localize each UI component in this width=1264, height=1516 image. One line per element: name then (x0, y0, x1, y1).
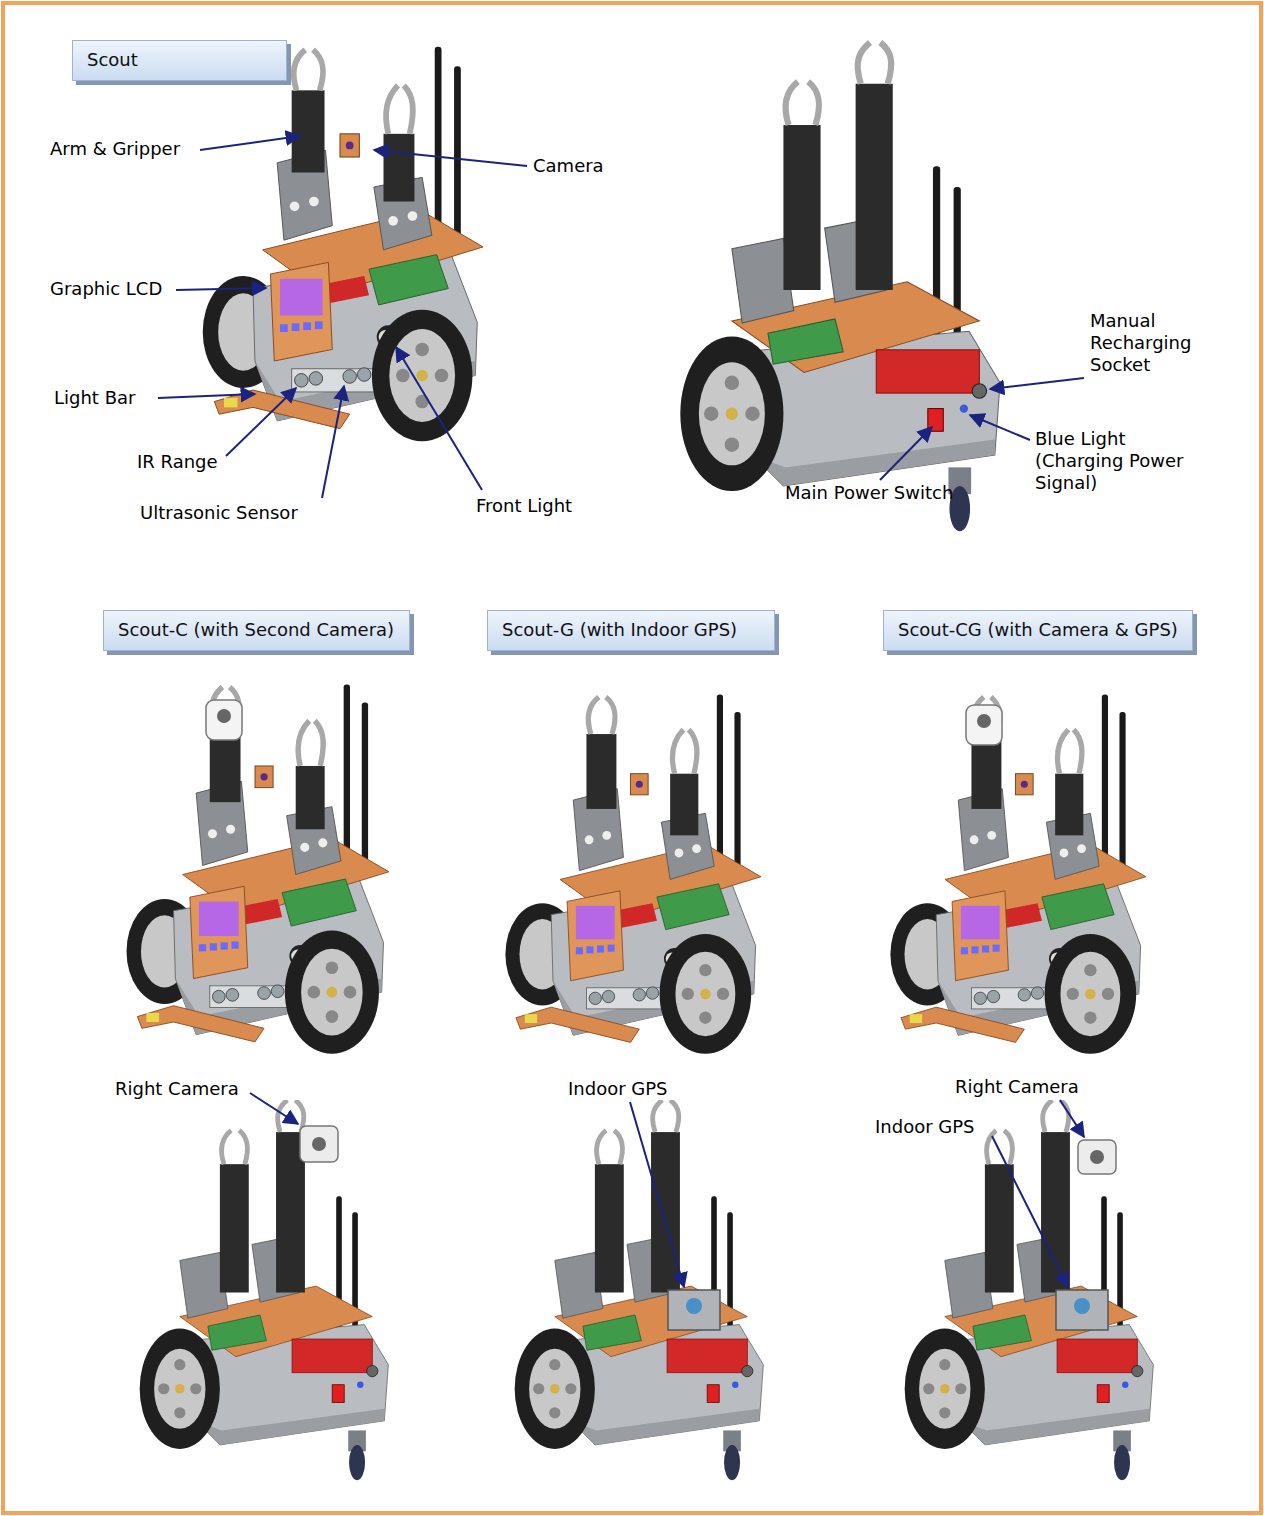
callout-label: Manual Recharging Socket (1090, 310, 1208, 376)
model-heading-box: Scout-G (with Indoor GPS) (487, 610, 775, 651)
right-camera (1078, 1140, 1116, 1174)
robot-back-view (515, 1100, 764, 1480)
callout-label: Right Camera (955, 1076, 1079, 1098)
model-heading: Scout (87, 49, 272, 72)
robot-back-view (905, 1100, 1154, 1480)
right-camera (300, 1126, 338, 1162)
model-heading-box: Scout-C (with Second Camera) (103, 610, 410, 651)
callout-label: Right Camera (115, 1078, 239, 1100)
callout-label: Arm & Gripper (50, 138, 180, 160)
second-camera (206, 700, 242, 740)
indoor-gps-unit (1056, 1290, 1108, 1330)
robot-front-view (505, 694, 760, 1053)
robot-front-view (203, 47, 483, 441)
model-heading: Scout-CG (with Camera & GPS) (898, 619, 1178, 642)
model-heading-box: Scout-CG (with Camera & GPS) (883, 610, 1193, 651)
callout-label: Graphic LCD (50, 278, 162, 300)
callout-label: Indoor GPS (568, 1078, 668, 1100)
model-heading: Scout-C (with Second Camera) (118, 619, 395, 642)
callout-label: Light Bar (54, 387, 135, 409)
robot-front-view (127, 685, 389, 1054)
callout-label: Blue Light (Charging Power Signal) (1035, 428, 1211, 494)
callout-label: Ultrasonic Sensor (140, 502, 298, 524)
callout-label: Main Power Switch (785, 482, 953, 504)
leader-lines (158, 136, 1084, 1287)
robot-back-view (680, 43, 1000, 532)
callout-label: IR Range (137, 451, 218, 473)
indoor-gps-unit (668, 1290, 720, 1330)
callout-label: Camera (533, 155, 604, 177)
page-frame (3, 3, 1261, 1513)
robot-back-view (140, 1100, 389, 1480)
model-heading-box: Scout (72, 40, 287, 81)
second-camera (966, 705, 1002, 745)
model-heading: Scout-G (with Indoor GPS) (502, 619, 760, 642)
callout-label: Indoor GPS (875, 1116, 975, 1138)
callout-label: Front Light (476, 495, 572, 517)
robot-front-view (890, 694, 1145, 1053)
